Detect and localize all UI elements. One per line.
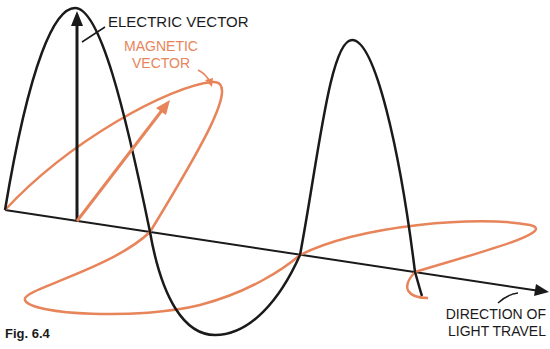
direction-leader: [498, 293, 518, 303]
direction-label: DIRECTION OF LIGHT TRAVEL: [420, 306, 546, 340]
figure-number: Fig. 6.4: [5, 326, 95, 342]
electric-wave: [5, 8, 422, 335]
electric-vector: [76, 22, 79, 221]
magnetic-leader-head: [205, 78, 213, 87]
vector-label: ELECTRIC VECTOR: [108, 13, 288, 31]
magnetic-wave: [5, 82, 536, 314]
axis-arrowhead: [534, 284, 549, 296]
magnetic-vector: [77, 109, 163, 221]
vector-label: MAGNETIC VECTOR: [116, 38, 206, 72]
magnetic-vector-head: [156, 100, 170, 115]
electric-vector-head: [71, 11, 83, 26]
electric-leader: [82, 27, 105, 42]
